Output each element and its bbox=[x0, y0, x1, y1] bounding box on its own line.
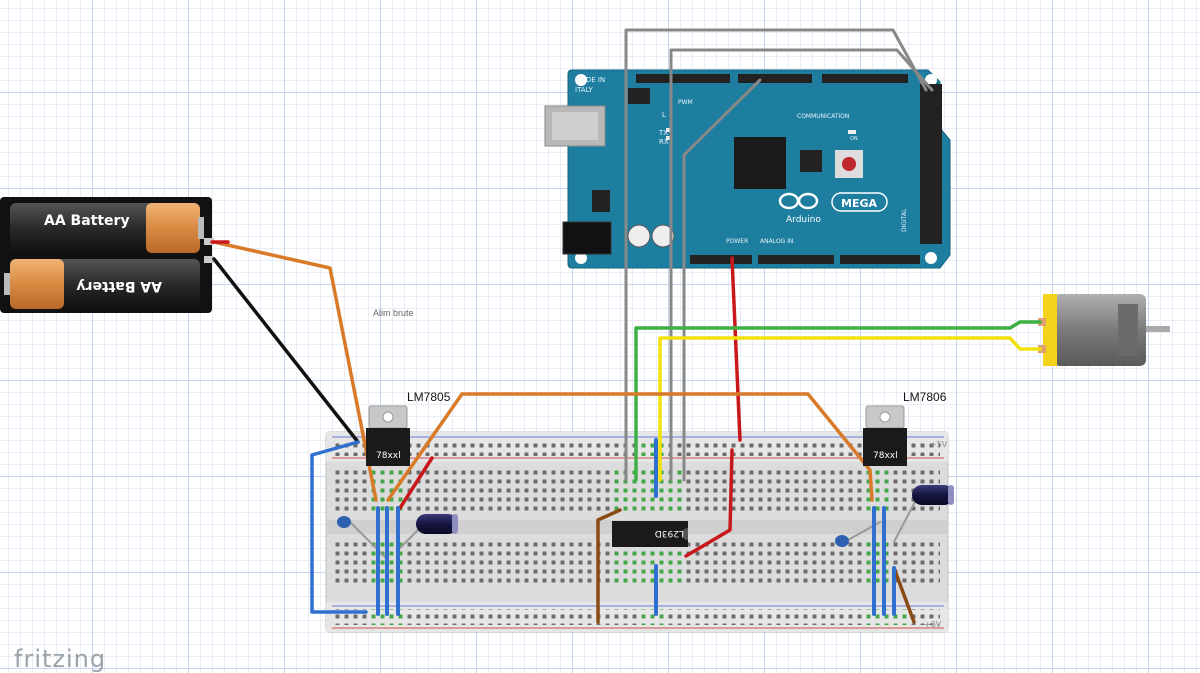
l293d-marking: L293D bbox=[655, 528, 684, 538]
battery-pack bbox=[0, 197, 214, 313]
arduino-analog-in: ANALOG IN bbox=[760, 238, 793, 245]
arduino-communication: COMMUNICATION bbox=[797, 113, 849, 120]
wire-red-chip bbox=[684, 448, 734, 558]
arduino-mega-board bbox=[544, 69, 951, 269]
wire-orange-cross bbox=[386, 392, 874, 502]
wire-brown-chip bbox=[596, 508, 622, 624]
arduino-rx: RX bbox=[659, 138, 669, 146]
wire-orange-battery bbox=[212, 240, 378, 502]
dc-motor bbox=[1038, 294, 1170, 366]
wire-blue-ground bbox=[310, 440, 368, 614]
arduino-pwm: PWM bbox=[678, 99, 693, 106]
arduino-led-l: L bbox=[662, 111, 666, 119]
arduino-digital: DIGITAL bbox=[901, 208, 908, 232]
wire-red-arduino bbox=[730, 256, 742, 442]
wire-yellow-motor bbox=[658, 336, 1042, 482]
capacitor-electrolytic-right bbox=[912, 485, 954, 505]
capacitor-electrolytic-left bbox=[416, 514, 458, 534]
battery-cell-top-label: AA Battery bbox=[44, 213, 130, 229]
rail-bottom-label: +6V bbox=[924, 620, 942, 629]
fritzing-watermark: fritzing bbox=[14, 645, 107, 673]
wires bbox=[210, 28, 1042, 624]
regulator-right-marking: 78xxl bbox=[873, 451, 898, 461]
wire-gray-3 bbox=[682, 78, 762, 482]
arduino-model: MEGA bbox=[841, 197, 877, 210]
capacitor-ceramic-right bbox=[835, 535, 849, 547]
arduino-power: POWER bbox=[726, 238, 748, 245]
arduino-on: ON bbox=[850, 136, 858, 142]
l293d-chip bbox=[612, 521, 688, 547]
wire-red-reg bbox=[398, 456, 434, 510]
arduino-brand: Arduino bbox=[786, 215, 821, 225]
wire-gray-reg-left bbox=[349, 521, 389, 561]
wire-gray-cap-right bbox=[893, 495, 919, 543]
battery-cell-bottom-label: AA Battery bbox=[76, 278, 162, 294]
regulator-lm7806 bbox=[863, 405, 907, 466]
arduino-italy: ITALY bbox=[575, 86, 594, 94]
regulator-left-marking: 78xxl bbox=[376, 451, 401, 461]
alim-brute-label: Alim brute bbox=[373, 308, 414, 318]
wire-brown-right bbox=[892, 566, 916, 624]
capacitor-ceramic-left bbox=[337, 516, 351, 528]
regulator-lm7805 bbox=[366, 405, 410, 466]
wire-gray-2 bbox=[669, 48, 934, 482]
arduino-made-in: MADE IN bbox=[575, 76, 605, 84]
wire-black-battery bbox=[212, 257, 360, 444]
rail-top-label: +5V bbox=[930, 440, 948, 449]
arduino-logo-icon bbox=[778, 192, 819, 210]
lm7806-label: LM7806 bbox=[903, 390, 947, 404]
arduino-tx: TX bbox=[658, 129, 668, 137]
wire-gray-1 bbox=[624, 28, 928, 482]
wire-green-motor bbox=[634, 320, 1042, 482]
lm7805-label: LM7805 bbox=[407, 390, 451, 404]
